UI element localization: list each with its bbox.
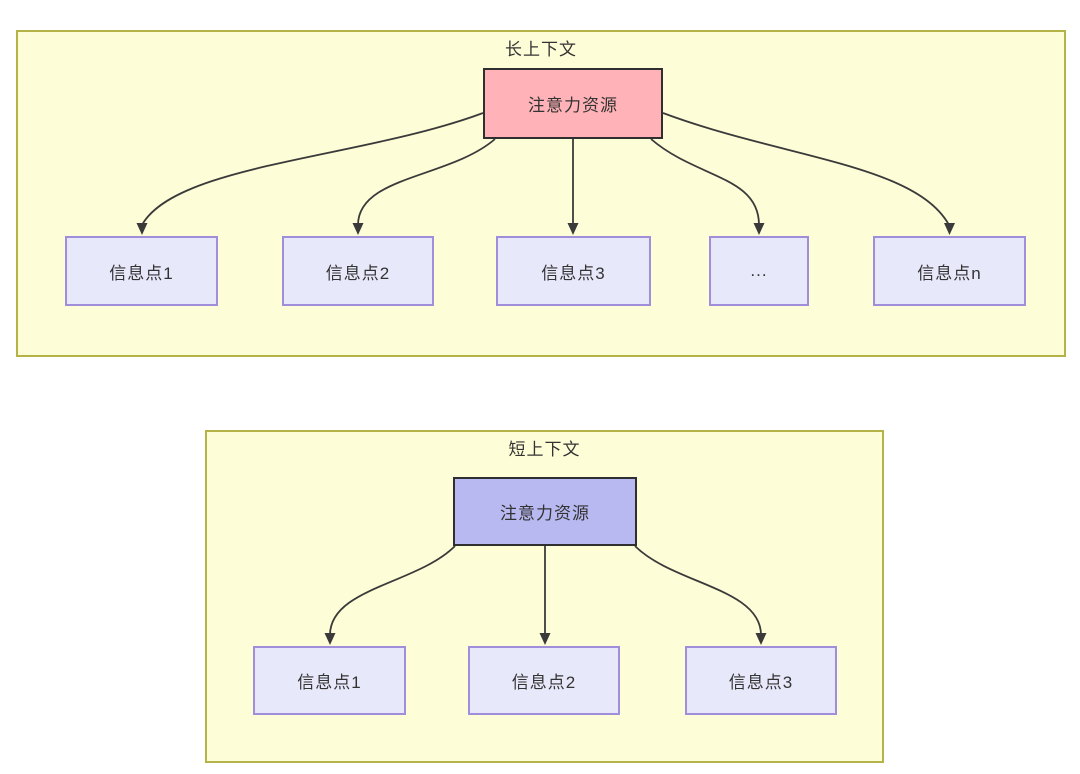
info-point-node: 信息点2 (468, 646, 620, 715)
info-point-node: 信息点2 (282, 236, 434, 306)
long-context-title: 长上下文 (505, 40, 577, 59)
info-point-node: 信息点3 (496, 236, 651, 306)
arrow-line-to-info1 (329, 545, 456, 636)
arrowhead-info3 (567, 223, 579, 235)
arrowhead-info2 (539, 633, 551, 645)
info-point-node: 信息点1 (253, 646, 406, 715)
arrow-line-to-info1 (141, 112, 484, 226)
arrow-line-to-info2 (357, 138, 496, 226)
arrow-line-to-infon (662, 112, 950, 226)
info-point-node: 信息点1 (65, 236, 218, 306)
arrow-line-to-info3 (634, 545, 762, 636)
info-point-node-ellipsis: ... (709, 236, 809, 306)
arrowhead-info3 (755, 633, 767, 645)
arrowhead-dots (753, 223, 765, 235)
arrowhead-infon (944, 223, 955, 235)
arrowhead-info2 (352, 223, 364, 235)
arrowhead-info1 (324, 633, 336, 645)
long-context-container: 长上下文 注意力资源 信息点1 信息点2 信息点3 ... 信息点n (16, 30, 1066, 357)
arrow-line-to-dots (650, 138, 760, 226)
attention-resource-node-long: 注意力资源 (483, 68, 663, 139)
arrowhead-info1 (136, 223, 148, 235)
short-context-container: 短上下文 注意力资源 信息点1 信息点2 信息点3 (205, 430, 884, 763)
short-context-title: 短上下文 (508, 440, 581, 459)
info-point-node: 信息点3 (685, 646, 837, 715)
info-point-node: 信息点n (873, 236, 1026, 306)
attention-resource-node-short: 注意力资源 (453, 477, 637, 546)
